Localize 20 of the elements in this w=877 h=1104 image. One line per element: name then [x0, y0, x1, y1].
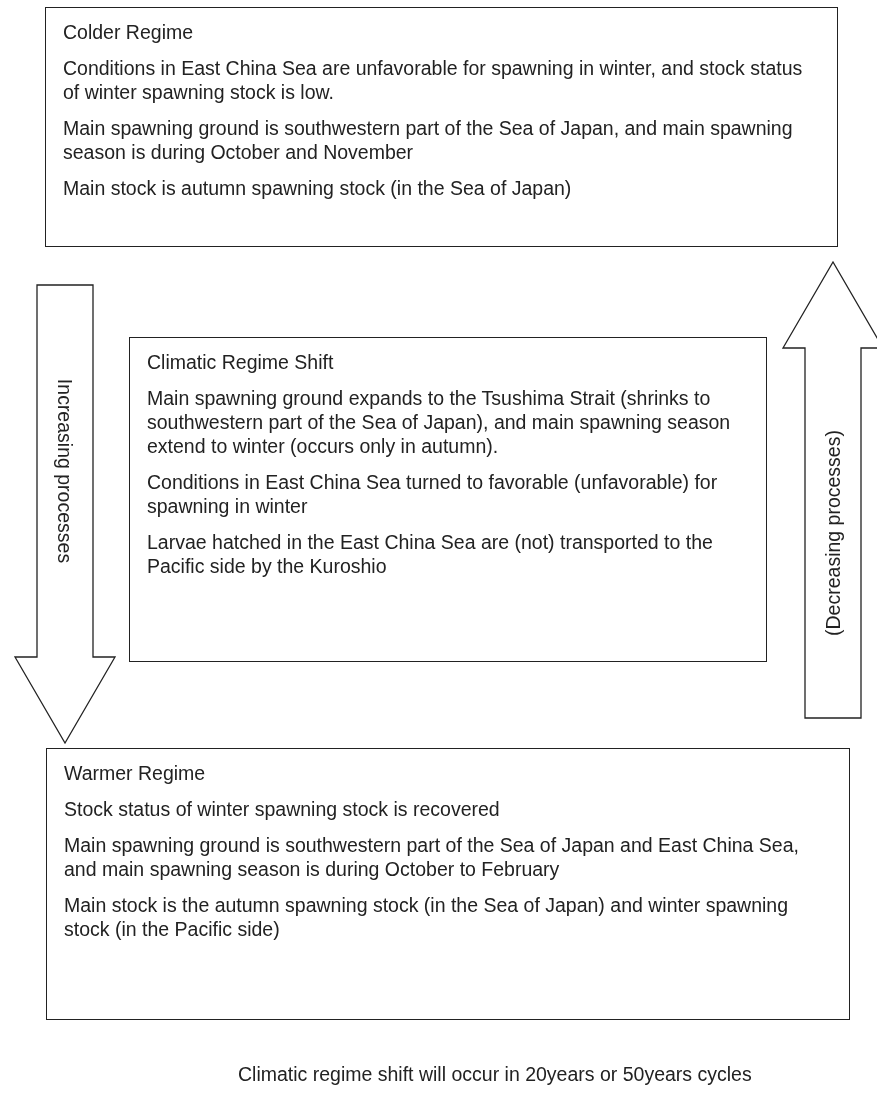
edge-label: (Decreasing processes): [820, 430, 845, 636]
edge-label: Increasing processes: [53, 378, 78, 564]
box-text: Main spawning ground expands to the Tsushima Strait (shrinks to southwestern part of the Sea of Japan), and main spawning season extend to winter (occurs only in autumn).: [147, 386, 732, 458]
regime-box: [46, 748, 850, 1020]
regime-box: [45, 7, 838, 247]
box-text: Main spawning ground is southwestern part of the Sea of Japan and East China Sea, and main spawning season is during October to February: [64, 833, 800, 881]
box-text: Conditions in East China Sea are unfavorable for spawning in winter, and stock status of winter spawning stock is low.: [63, 56, 804, 104]
box-text: Stock status of winter spawning stock is recovered: [64, 797, 501, 821]
block-arrow: [13, 284, 117, 745]
box-text: Main stock is the autumn spawning stock (in the Sea of Japan) and winter spawning stock (in the Pacific side): [64, 893, 790, 941]
box-heading: Climatic Regime Shift: [147, 350, 335, 374]
box-text: Main stock is autumn spawning stock (in the Sea of Japan): [63, 176, 573, 200]
box-heading: Warmer Regime: [64, 761, 207, 785]
regime-shift-box: [129, 337, 767, 662]
box-text: Main spawning ground is southwestern part of the Sea of Japan, and main spawning season is during October and November: [63, 116, 794, 164]
block-arrow: [781, 260, 877, 719]
box-text: Larvae hatched in the East China Sea are (not) transported to the Pacific side by the Kuroshio: [147, 530, 714, 578]
box-text: Conditions in East China Sea turned to favorable (unfavorable) for spawning in winter: [147, 470, 719, 518]
note-text: Climatic regime shift will occur in 20years or 50years cycles: [238, 1062, 753, 1086]
box-heading: Colder Regime: [63, 20, 195, 44]
